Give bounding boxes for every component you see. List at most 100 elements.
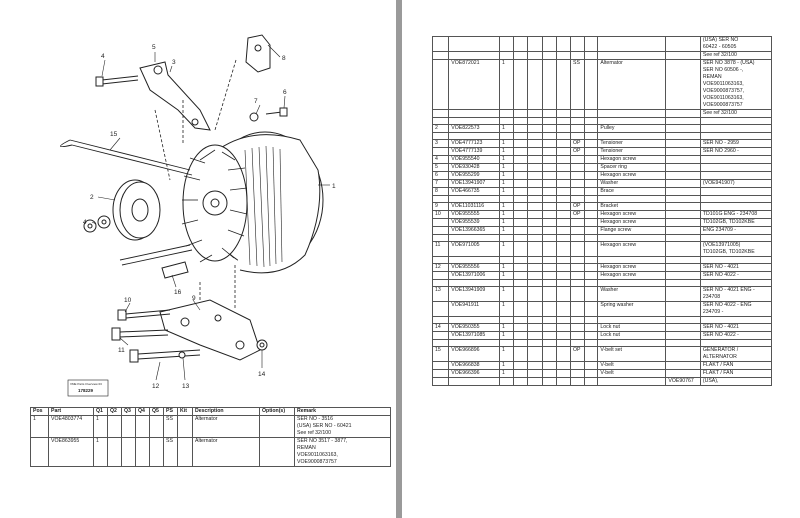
col-options: Option(s) xyxy=(259,407,295,416)
cell-remark: SER NO - 4021 xyxy=(699,263,773,272)
cell-description: Bracket xyxy=(597,202,667,211)
cell-q5 xyxy=(555,36,571,52)
cell-q1: 1 xyxy=(498,286,515,302)
cell-part xyxy=(448,195,500,203)
cell-q2 xyxy=(513,124,529,133)
cell-options xyxy=(665,369,701,378)
cell-q2 xyxy=(513,263,529,272)
cell-options xyxy=(665,187,701,196)
remark-line: 234708 xyxy=(702,294,721,300)
cell-q1: 1 xyxy=(498,187,515,196)
cell-description: Alternator xyxy=(597,59,667,110)
cell-description xyxy=(597,195,667,203)
cell-description: Brace xyxy=(597,187,667,196)
cell-q5 xyxy=(555,263,571,272)
cell-remark: TD102GB, TD102KBE xyxy=(699,218,773,227)
cell-remark: SER NO 2960 - xyxy=(699,147,773,156)
cell-ps xyxy=(569,241,586,257)
cell-options xyxy=(665,124,701,133)
table-row xyxy=(431,339,773,347)
cell-q2 xyxy=(107,415,122,438)
cell-ps: SS xyxy=(163,437,178,467)
table-row xyxy=(431,256,773,264)
cell-options xyxy=(665,155,701,164)
callout: 6 xyxy=(283,89,287,96)
callout: 7 xyxy=(254,98,258,105)
cell-kit xyxy=(584,202,599,211)
cell-options xyxy=(665,147,701,156)
cell-ps xyxy=(569,36,586,52)
cell-part: VOE13971085 xyxy=(448,331,500,340)
cell-options xyxy=(665,256,701,264)
col-part: Part xyxy=(48,407,94,416)
cell-part: VOE955539 xyxy=(448,218,500,227)
cell-q1: 1 xyxy=(498,179,515,188)
cell-remark: TD101G ENG - 234708 xyxy=(699,210,773,219)
cell-q5 xyxy=(555,202,571,211)
cell-q5 xyxy=(555,369,571,378)
cell-ps: SS xyxy=(569,59,586,110)
cell-q1 xyxy=(498,109,515,118)
left-page: 5 8 3 4 6 7 15 1 2 4 16 9 10 11 12 13 14… xyxy=(0,0,396,518)
remark-line: VOE9011063163, xyxy=(297,452,338,458)
cell-part: VOE930428 xyxy=(448,163,500,172)
cell-q3 xyxy=(527,132,543,140)
cell-q4 xyxy=(541,124,557,133)
cell-ps xyxy=(569,51,586,60)
cell-q4 xyxy=(541,263,557,272)
cell-q2 xyxy=(513,195,529,203)
cell-q2 xyxy=(513,286,529,302)
cell-kit xyxy=(584,109,599,118)
cell-q5 xyxy=(555,124,571,133)
cell-pos: 6 xyxy=(431,171,450,180)
cell-kit xyxy=(177,437,193,467)
callout: 11 xyxy=(118,347,125,354)
cell-options xyxy=(665,139,701,148)
cell-q4 xyxy=(541,369,557,378)
cell-q3 xyxy=(527,202,543,211)
cell-q1: 1 xyxy=(498,263,515,272)
cell-remark: SER NO - 2959 xyxy=(699,139,773,148)
callout: 10 xyxy=(124,297,132,304)
cell-kit xyxy=(584,187,599,196)
col-q2: Q2 xyxy=(107,407,122,416)
cell-q3 xyxy=(527,369,543,378)
cell-ps xyxy=(569,234,586,242)
remark-line: See ref 32/100 xyxy=(702,52,737,59)
remark-line: SER NO 3878 - (USA) xyxy=(702,60,755,67)
cell-kit xyxy=(584,241,599,257)
cell-pos: 15 xyxy=(431,346,450,362)
cell-options xyxy=(665,109,701,118)
remark-line: VOE9000873757, xyxy=(702,88,745,94)
cell-q4 xyxy=(541,147,557,156)
cell-q1: 1 xyxy=(498,369,515,378)
cell-pos xyxy=(30,437,49,467)
cell-q1: 1 xyxy=(498,210,515,219)
cell-q4 xyxy=(541,286,557,302)
cell-options: VOE90767 xyxy=(665,377,701,386)
cell-options xyxy=(665,226,701,235)
cell-q5 xyxy=(555,51,571,60)
cell-pos xyxy=(431,234,450,242)
remark-line: (USA), xyxy=(702,378,719,385)
cell-q5 xyxy=(149,415,164,438)
cell-q5 xyxy=(555,377,571,386)
cell-ps xyxy=(569,187,586,196)
cell-kit xyxy=(584,155,599,164)
cell-pos: 11 xyxy=(431,241,450,257)
cell-part xyxy=(448,377,500,386)
cell-ps xyxy=(569,301,586,317)
cell-ps xyxy=(569,271,586,280)
cell-q3 xyxy=(527,234,543,242)
cell-remark xyxy=(699,316,773,324)
remark-line: VOE9000873757 xyxy=(702,102,743,108)
cell-q5 xyxy=(555,316,571,324)
cell-pos: 10 xyxy=(431,210,450,219)
